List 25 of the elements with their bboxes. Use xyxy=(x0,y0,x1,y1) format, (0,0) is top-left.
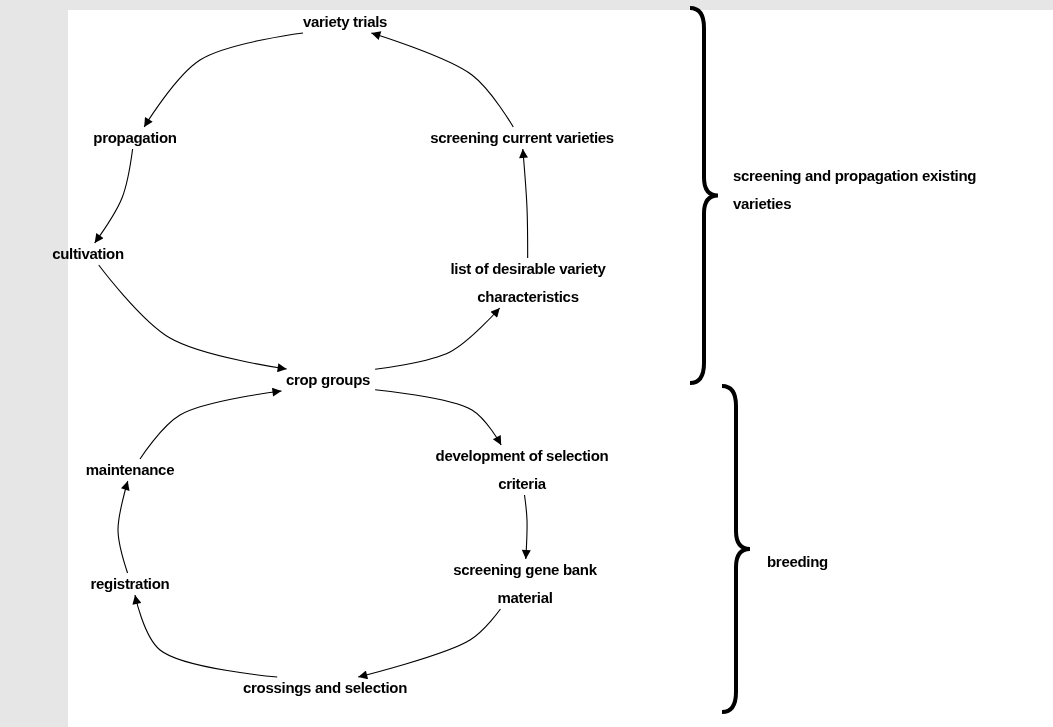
arrow xyxy=(357,608,501,680)
arrow xyxy=(117,480,130,574)
node-label: cultivation xyxy=(50,240,126,268)
node-label: screening current varieties xyxy=(428,124,616,152)
arrow xyxy=(374,389,502,446)
bracket-label: breeding xyxy=(767,552,829,572)
arrow xyxy=(521,494,531,560)
node-label: registration xyxy=(88,570,172,598)
node-label: crossings and selection xyxy=(241,674,409,702)
arrow xyxy=(374,307,501,370)
arrow xyxy=(370,31,514,128)
node-label: screening gene bank material xyxy=(438,556,612,612)
node-label: variety trials xyxy=(300,8,390,36)
arrow xyxy=(139,387,283,460)
arrow xyxy=(143,32,304,128)
bracket-label: screening and propagation existing varieties xyxy=(733,166,978,214)
node-label: crop groups xyxy=(283,366,373,394)
arrow xyxy=(519,148,529,259)
arrow xyxy=(132,594,278,678)
arrow xyxy=(98,264,288,373)
node-label: propagation xyxy=(91,124,179,152)
arrow xyxy=(94,148,134,244)
node-label: list of desirable variety characteristics xyxy=(441,255,615,311)
node-label: maintenance xyxy=(83,456,177,484)
node-label: development of selection criteria xyxy=(430,442,614,498)
